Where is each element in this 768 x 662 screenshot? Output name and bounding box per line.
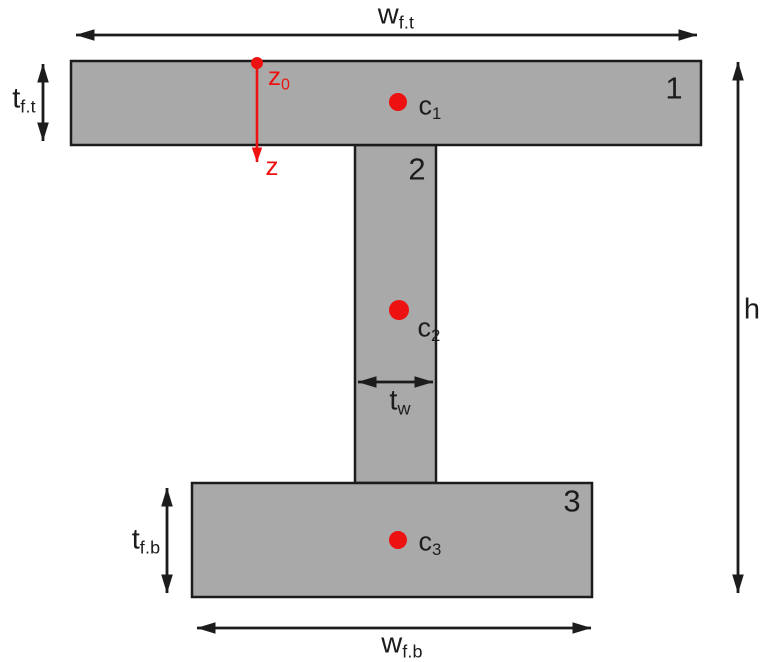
dim-base: w	[377, 0, 399, 31]
dim-base: t	[389, 384, 398, 417]
dim-sub: f.t	[20, 96, 36, 117]
centroid-base: c	[418, 90, 433, 121]
centroid-dot-c3	[389, 531, 407, 549]
axis-sub: 0	[280, 75, 291, 94]
dim-label-web-thickness: tw	[389, 384, 411, 419]
z-origin-label: z0	[267, 61, 290, 93]
dim-base: t	[131, 523, 140, 556]
centroid-sub: 3	[432, 540, 442, 560]
dim-base: h	[743, 293, 761, 326]
dim-sub: f.t	[398, 12, 415, 33]
centroid-label-c2: c2	[417, 312, 441, 346]
centroid-dot-c1	[389, 93, 407, 111]
dim-base: t	[12, 82, 21, 115]
axis-base: z	[267, 61, 281, 91]
centroid-label-c3: c3	[418, 526, 442, 560]
dim-label-bottom-flange-width: wf.b	[381, 627, 423, 662]
dim-label-total-height: h	[743, 293, 761, 326]
part-number-2: 2	[408, 151, 426, 187]
z-axis-label: z	[266, 153, 279, 179]
dim-base: w	[381, 627, 403, 660]
centroid-sub: 2	[431, 326, 441, 346]
centroid-dot-c2	[389, 300, 409, 320]
dim-sub: f.b	[402, 641, 423, 662]
centroid-sub: 1	[432, 104, 442, 124]
part-number-3: 3	[563, 483, 581, 519]
dim-label-top-flange-thickness: tf.t	[12, 82, 36, 117]
dim-sub: w	[397, 398, 411, 419]
dim-label-bottom-flange-thickness: tf.b	[131, 523, 161, 558]
centroid-base: c	[417, 312, 432, 343]
centroid-label-c1: c1	[418, 90, 442, 124]
axis-base: z	[265, 151, 279, 181]
centroid-base: c	[418, 526, 433, 557]
dim-label-top-flange-width: wf.t	[377, 0, 415, 33]
top-flange-rect	[69, 59, 703, 147]
dim-sub: f.b	[139, 537, 161, 558]
part-number-1: 1	[665, 70, 683, 106]
